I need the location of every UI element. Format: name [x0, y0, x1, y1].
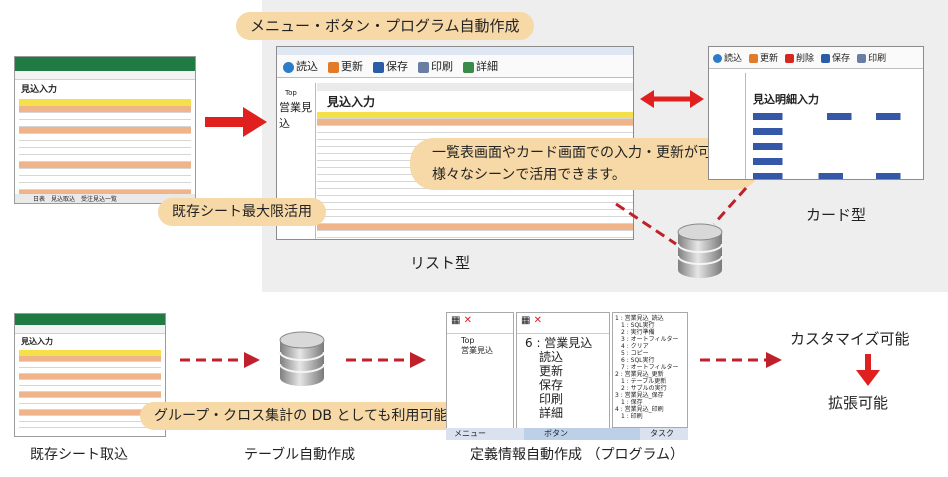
dashed-arrow-icon	[180, 352, 260, 368]
update-icon	[328, 61, 339, 73]
menu-definition-panel: ▦ ✕ Top 営業見込	[446, 312, 514, 430]
card-load-button[interactable]: 読込	[713, 51, 742, 64]
definition-tab-bar: メニュー ボタン タスク	[446, 428, 688, 440]
list-type-caption: リスト型	[410, 254, 471, 272]
tree-item[interactable]: 2 : サブルの実行	[621, 385, 667, 392]
program-definition-panel: 1 : 営業見込_読込 1 : SQL実行 2 : 実行準備 3 : オートフィ…	[612, 312, 688, 428]
dashed-arrow-icon	[700, 352, 782, 368]
tree-item-top[interactable]: Top	[461, 336, 475, 345]
import-sheet-title: 見込入力	[21, 337, 53, 346]
dashed-connector	[615, 187, 748, 246]
load-button[interactable]: 読込	[283, 58, 318, 74]
customizable-label: カスタマイズ可能	[790, 330, 910, 348]
tree-item[interactable]: 1 : テーブル更新	[621, 378, 667, 385]
existing-sheet-max-label: 既存シート最大限活用	[158, 198, 326, 226]
tree-item[interactable]: 1 : SQL実行	[621, 322, 655, 329]
tab-button[interactable]: ボタン	[524, 428, 640, 440]
card-delete-button[interactable]: 削除	[785, 51, 814, 64]
card-save-button[interactable]: 保存	[821, 51, 850, 64]
tree-item[interactable]: 7 : オートフィルター	[621, 364, 679, 371]
tree-item[interactable]: 詳細	[539, 406, 564, 420]
existing-sheet-thumbnail: 見込入力 日表 見込取込 受注見込一覧	[14, 56, 196, 204]
print-icon	[857, 54, 867, 63]
card-type-caption: カード型	[806, 206, 867, 224]
menu-generation-label: メニュー・ボタン・プログラム自動作成	[236, 12, 534, 40]
tree-item[interactable]: 1 : 営業見込_読込	[615, 315, 664, 322]
save-icon	[821, 54, 831, 63]
extensible-label: 拡張可能	[828, 394, 889, 412]
auto-table-caption: テーブル自動作成	[244, 447, 356, 463]
update-button[interactable]: 更新	[328, 58, 363, 74]
tree-item[interactable]: 保存	[539, 378, 564, 392]
tree-item[interactable]: 5 : コピー	[621, 350, 649, 357]
card-type-window: 読込 更新 削除 保存 印刷 見込明細入力	[708, 46, 924, 180]
menu-item-sales[interactable]: 営業見込	[279, 101, 312, 130]
menu-item-top[interactable]: Top	[285, 89, 297, 97]
group-cross-db-label: グループ・クロス集計の DB としても利用可能	[140, 402, 462, 430]
sheet-tab[interactable]: 見込取込	[51, 196, 76, 203]
list-title: 見込入力	[327, 95, 376, 109]
auto-definition-caption: 定義情報自動作成 （プログラム）	[470, 447, 685, 463]
close-icon[interactable]: ▦ ✕	[447, 313, 513, 334]
tree-item[interactable]: 3 : 営業見込_保存	[615, 392, 664, 399]
input-update-text: 一覧表画面やカード画面での入力・更新が可能	[432, 145, 726, 161]
tree-item[interactable]: 読込	[539, 350, 564, 364]
save-button[interactable]: 保存	[373, 58, 408, 74]
arrow-right-icon	[205, 107, 267, 137]
print-button[interactable]: 印刷	[418, 58, 453, 74]
database-icon	[677, 223, 723, 278]
update-icon	[749, 54, 759, 63]
delete-icon	[785, 54, 795, 63]
import-existing-caption: 既存シート取込	[30, 447, 128, 463]
refresh-icon	[713, 54, 722, 63]
database-icon	[279, 331, 325, 386]
tree-item[interactable]: 2 : 実行準備	[621, 329, 655, 336]
sheet-tab[interactable]: 受注見込一覧	[81, 196, 118, 203]
tree-root[interactable]: 6 : 営業見込	[525, 336, 593, 350]
card-title: 見込明細入力	[753, 93, 819, 106]
detail-button[interactable]: 詳細	[463, 58, 498, 74]
usage-note: 一覧表画面やカード画面での入力・更新が可能 様々なシーンで活用できます。	[410, 138, 760, 190]
double-arrow-icon	[640, 90, 704, 108]
tree-item[interactable]: 3 : オートフィルター	[621, 336, 679, 343]
tree-item-sales[interactable]: 営業見込	[461, 346, 493, 355]
tab-menu[interactable]: メニュー	[454, 429, 486, 438]
card-print-button[interactable]: 印刷	[857, 51, 886, 64]
card-update-button[interactable]: 更新	[749, 51, 778, 64]
tree-item[interactable]: 印刷	[539, 392, 564, 406]
tree-item[interactable]: 2 : 営業見込_更新	[615, 371, 664, 378]
tree-item[interactable]: 1 : 保存	[621, 399, 643, 406]
tree-item[interactable]: 4 : 営業見込_印刷	[615, 406, 664, 413]
various-scenes-text: 様々なシーンで活用できます。	[432, 167, 626, 183]
dashed-arrow-icon	[346, 352, 426, 368]
print-icon	[418, 61, 429, 73]
sheet-title: 見込入力	[21, 85, 58, 95]
save-icon	[373, 61, 384, 73]
arrow-down-icon	[856, 354, 880, 386]
tree-item[interactable]: 4 : クリア	[621, 343, 649, 350]
sheet-tab[interactable]: 日表	[33, 196, 46, 203]
tree-item[interactable]: 1 : 印刷	[621, 413, 643, 420]
tree-item[interactable]: 6 : SQL実行	[621, 357, 655, 364]
close-icon[interactable]: ▦ ✕	[517, 313, 609, 334]
button-definition-panel: ▦ ✕ 6 : 営業見込 読込 更新 保存 印刷 詳細	[516, 312, 610, 430]
refresh-icon	[283, 61, 294, 73]
detail-icon	[463, 61, 474, 73]
tree-item[interactable]: 更新	[539, 364, 564, 378]
tab-task[interactable]: タスク	[650, 429, 674, 438]
